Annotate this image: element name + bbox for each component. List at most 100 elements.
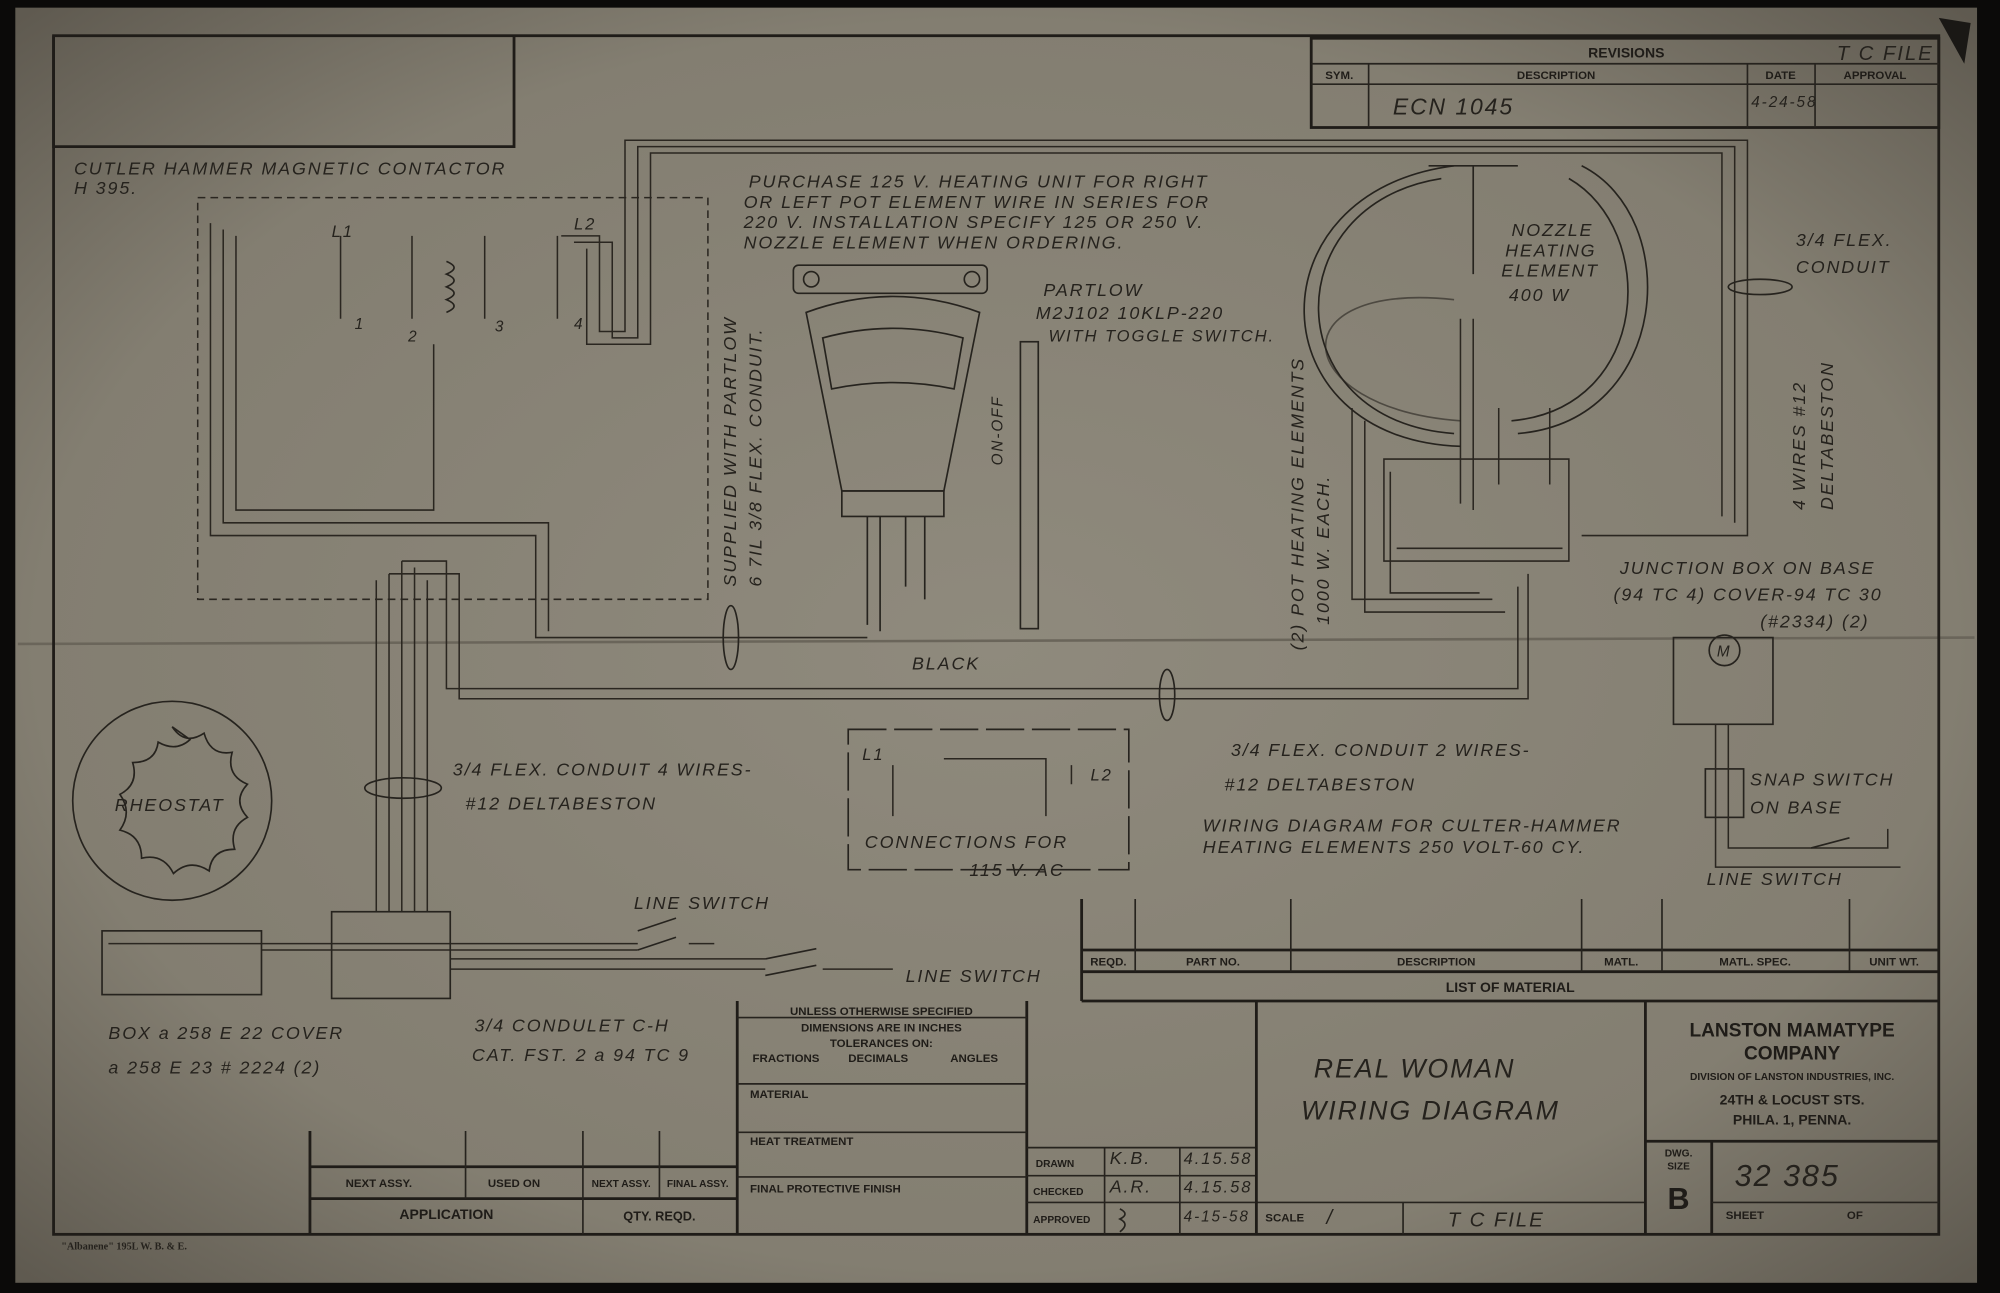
- mat-header-unit-wt: UNIT WT.: [1869, 956, 1919, 968]
- nozzle-label-4: 400 W: [1509, 285, 1570, 305]
- wiring-title-2: HEATING ELEMENTS 250 VOLT-60 CY.: [1203, 837, 1586, 857]
- mat-header-matl-spec: MATL. SPEC.: [1719, 956, 1791, 968]
- scale-label: SCALE: [1265, 1213, 1304, 1225]
- four-wires-2: DELTABESTON: [1817, 361, 1837, 510]
- material-label: MATERIAL: [750, 1089, 808, 1101]
- tol-line-1: UNLESS OTHERWISE SPECIFIED: [790, 1006, 973, 1018]
- approved-label: APPROVED: [1033, 1215, 1090, 1226]
- file-stamp: T C FILE: [1448, 1210, 1545, 1232]
- rev-header-approval: APPROVAL: [1844, 70, 1907, 82]
- approved-signature: [1118, 1208, 1126, 1233]
- terminal-4: 4: [574, 316, 584, 333]
- rev-header-date: DATE: [1765, 70, 1796, 82]
- tolerances-block: UNLESS OTHERWISE SPECIFIED DIMENSIONS AR…: [735, 1000, 1029, 1235]
- line-switch-mid: LINE SWITCH: [906, 966, 1042, 986]
- l2-label-115v: L2: [1091, 765, 1113, 784]
- nozzle-label-1: NOZZLE: [1511, 220, 1593, 240]
- l1-label-115v: L1: [862, 745, 884, 764]
- flex-4wires-1: 3/4 FLEX. CONDUIT 4 WIRES-: [453, 759, 753, 779]
- paper-mark: "Albanene" 195L W. B. & E.: [61, 1242, 187, 1253]
- qty-next-assy: NEXT ASSY.: [592, 1179, 651, 1190]
- wiring-title-1: WIRING DIAGRAM FOR CULTER-HAMMER: [1203, 815, 1622, 835]
- purchase-note-3: 220 V. INSTALLATION SPECIFY 125 OR 250 V…: [743, 212, 1205, 232]
- app-used-on: USED ON: [488, 1178, 540, 1190]
- rev-date: 4-24-58: [1751, 94, 1817, 111]
- terminal-1: 1: [355, 316, 365, 333]
- dwg-number: 32 385: [1735, 1159, 1840, 1193]
- partlow-label-1: PARTLOW: [1043, 280, 1143, 300]
- company-address-1: 24TH & LOCUST STS.: [1720, 1091, 1865, 1107]
- paper: [15, 7, 1978, 1283]
- line-switch-right: LINE SWITCH: [1707, 869, 1843, 889]
- tc-file-stamp: T C FILE: [1837, 43, 1934, 65]
- rev-header-description: DESCRIPTION: [1517, 70, 1595, 82]
- application-block: NEXT ASSY. USED ON NEXT ASSY. FINAL ASSY…: [308, 1131, 738, 1235]
- contactor-label-1: CUTLER HAMMER MAGNETIC CONTACTOR: [74, 159, 506, 179]
- drawn-date: 4.15.58: [1184, 1149, 1253, 1168]
- l2-label: L2: [574, 215, 596, 234]
- drawn-by: K.B.: [1110, 1148, 1151, 1168]
- nozzle-label-3: ELEMENT: [1501, 261, 1599, 281]
- dwg-size-label-2: SIZE: [1667, 1161, 1690, 1172]
- annotations: CUTLER HAMMER MAGNETIC CONTACTOR H 395. …: [74, 159, 1894, 1078]
- contactor-label-2: H 395.: [74, 178, 138, 198]
- snap-switch-2: ON BASE: [1750, 798, 1843, 818]
- pot-elements-1: (2) POT HEATING ELEMENTS: [1288, 357, 1308, 650]
- drawn-label: DRAWN: [1036, 1159, 1074, 1170]
- title-block: REAL WOMAN WIRING DIAGRAM SCALE / T C FI…: [1254, 1000, 1939, 1235]
- qty-reqd-label: QTY. REQD.: [623, 1208, 695, 1223]
- nozzle-label-2: HEATING: [1505, 240, 1596, 260]
- mat-header-matl: MATL.: [1604, 956, 1638, 968]
- company-division: DIVISION OF LANSTON INDUSTRIES, INC.: [1690, 1072, 1894, 1083]
- connections-2: 115 V. AC: [969, 860, 1064, 880]
- application-label: APPLICATION: [399, 1206, 493, 1222]
- dwg-size: B: [1668, 1182, 1690, 1216]
- revisions-table: REVISIONS T C FILE SYM. DESCRIPTION DATE…: [1309, 36, 1941, 129]
- heat-treatment-label: HEAT TREATMENT: [750, 1136, 853, 1148]
- app-next-assy: NEXT ASSY.: [346, 1178, 413, 1190]
- paper-fold: [17, 636, 1975, 646]
- partlow-label-3: WITH TOGGLE SWITCH.: [1048, 327, 1275, 346]
- approved-date: 4-15-58: [1184, 1209, 1250, 1226]
- drawing-title-1: REAL WOMAN: [1314, 1054, 1516, 1084]
- four-wires-1: 4 WIRES #12: [1789, 381, 1809, 510]
- company-address-2: PHILA. 1, PENNA.: [1733, 1112, 1851, 1128]
- junction-2: (94 TC 4) COVER-94 TC 30: [1614, 585, 1883, 605]
- wiring: [71, 139, 1901, 1000]
- flex-right-1: 3/4 FLEX.: [1796, 230, 1893, 250]
- supplied-note-2: 6 7IL 3/8 FLEX. CONDUIT.: [745, 327, 765, 586]
- list-of-material: REQD. PART NO. DESCRIPTION MATL. MATL. S…: [1080, 898, 1939, 1003]
- l1-label: L1: [332, 222, 354, 241]
- terminal-2: 2: [407, 329, 418, 346]
- flex-4wires-2: #12 DELTABESTON: [466, 794, 657, 814]
- mat-header-reqd: REQD.: [1090, 956, 1126, 968]
- purchase-note-1: PURCHASE 125 V. HEATING UNIT FOR RIGHT: [749, 171, 1209, 191]
- rev-description: ECN 1045: [1393, 94, 1514, 120]
- tol-line-3: TOLERANCES ON:: [830, 1038, 933, 1050]
- black-label: BLACK: [912, 653, 980, 673]
- purchase-note-4: NOZZLE ELEMENT WHEN ORDERING.: [744, 233, 1125, 253]
- revisions-title: REVISIONS: [1588, 44, 1664, 60]
- sheet-label: SHEET: [1726, 1210, 1764, 1222]
- tol-line-2: DIMENSIONS ARE IN INCHES: [801, 1023, 962, 1035]
- box-label-1: BOX a 258 E 22 COVER: [108, 1023, 344, 1043]
- pot-elements-2: 1000 W. EACH.: [1313, 475, 1333, 625]
- rheostat-label: RHEOSTAT: [115, 795, 225, 815]
- checked-label: CHECKED: [1033, 1187, 1083, 1198]
- tol-fractions: FRACTIONS: [753, 1053, 820, 1065]
- snap-switch-1: SNAP SWITCH: [1750, 769, 1894, 789]
- rev-header-sym: SYM.: [1325, 70, 1353, 82]
- purchase-note-2: OR LEFT POT ELEMENT WIRE IN SERIES FOR: [744, 192, 1210, 212]
- tol-angles: ANGLES: [950, 1053, 998, 1065]
- qty-final-assy: FINAL ASSY.: [667, 1179, 729, 1190]
- supplied-note-1: SUPPLIED WITH PARTLOW: [720, 316, 740, 587]
- finish-label: FINAL PROTECTIVE FINISH: [750, 1183, 901, 1195]
- mat-header-description: DESCRIPTION: [1397, 956, 1475, 968]
- torn-corner: [1938, 17, 1971, 64]
- box-label-2: a 258 E 23 # 2224 (2): [108, 1058, 321, 1078]
- tol-decimals: DECIMALS: [848, 1053, 908, 1065]
- line-switch-top: LINE SWITCH: [634, 893, 770, 913]
- terminal-3: 3: [495, 319, 505, 336]
- connections-1: CONNECTIONS FOR: [865, 832, 1068, 852]
- company-name-2: COMPANY: [1744, 1044, 1841, 1065]
